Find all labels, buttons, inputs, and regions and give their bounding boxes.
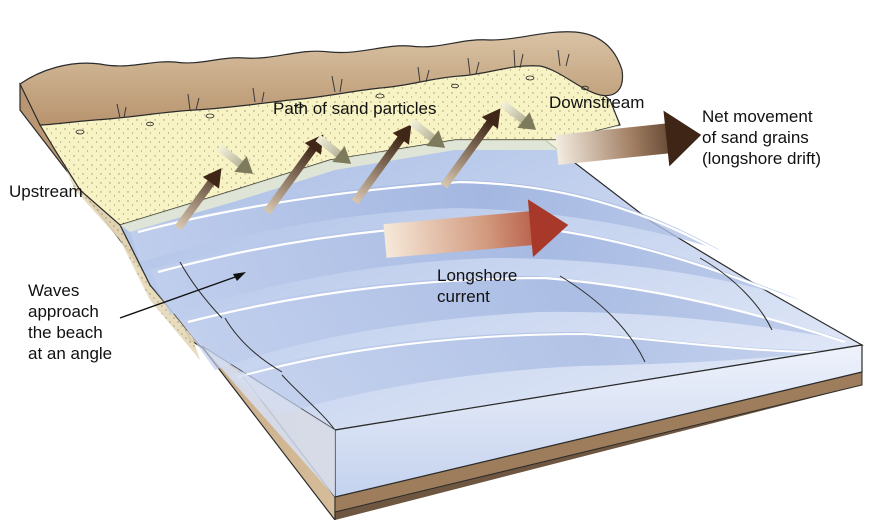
swash-arrow-head-4 [481, 108, 501, 129]
swash-arrow-4 [440, 118, 495, 189]
backwash-arrow-head-4 [517, 112, 537, 130]
label-downstream: Downstream [549, 93, 645, 112]
backwash-arrow-head-2 [332, 146, 352, 164]
swash-arrow-2 [263, 144, 318, 215]
label-path-of-sand-particles: Path of sand particles [273, 99, 437, 118]
sand-path-arrows [174, 100, 537, 231]
longshore-current-arrow [383, 199, 569, 258]
label-upstream: Upstream [9, 182, 83, 201]
backwash-arrow-1 [217, 144, 245, 169]
backwash-arrow-2 [315, 134, 343, 159]
backwash-arrow-head-1 [234, 156, 254, 174]
waves-pointer [119, 272, 246, 319]
label-net-movement: Net movement of sand grains (longshore d… [702, 107, 822, 168]
beach-pebbles [75, 75, 589, 135]
net-movement-arrow [555, 110, 702, 167]
swash-arrow-head-1 [202, 168, 222, 189]
cliff-top [19, 31, 624, 126]
backwash-arrow-3 [409, 118, 437, 143]
swash-arrow-3 [351, 134, 406, 205]
swash-arrow-head-3 [392, 124, 412, 145]
label-waves-approach: Waves approach the beach at an angle [28, 281, 113, 363]
backwash-arrow-4 [500, 100, 528, 125]
swash-arrow-1 [174, 178, 216, 231]
backwash-arrow-head-3 [426, 130, 446, 148]
dune-grass [116, 49, 570, 119]
water-left-face [150, 285, 335, 497]
label-longshore-current: Longshore current [437, 266, 518, 306]
